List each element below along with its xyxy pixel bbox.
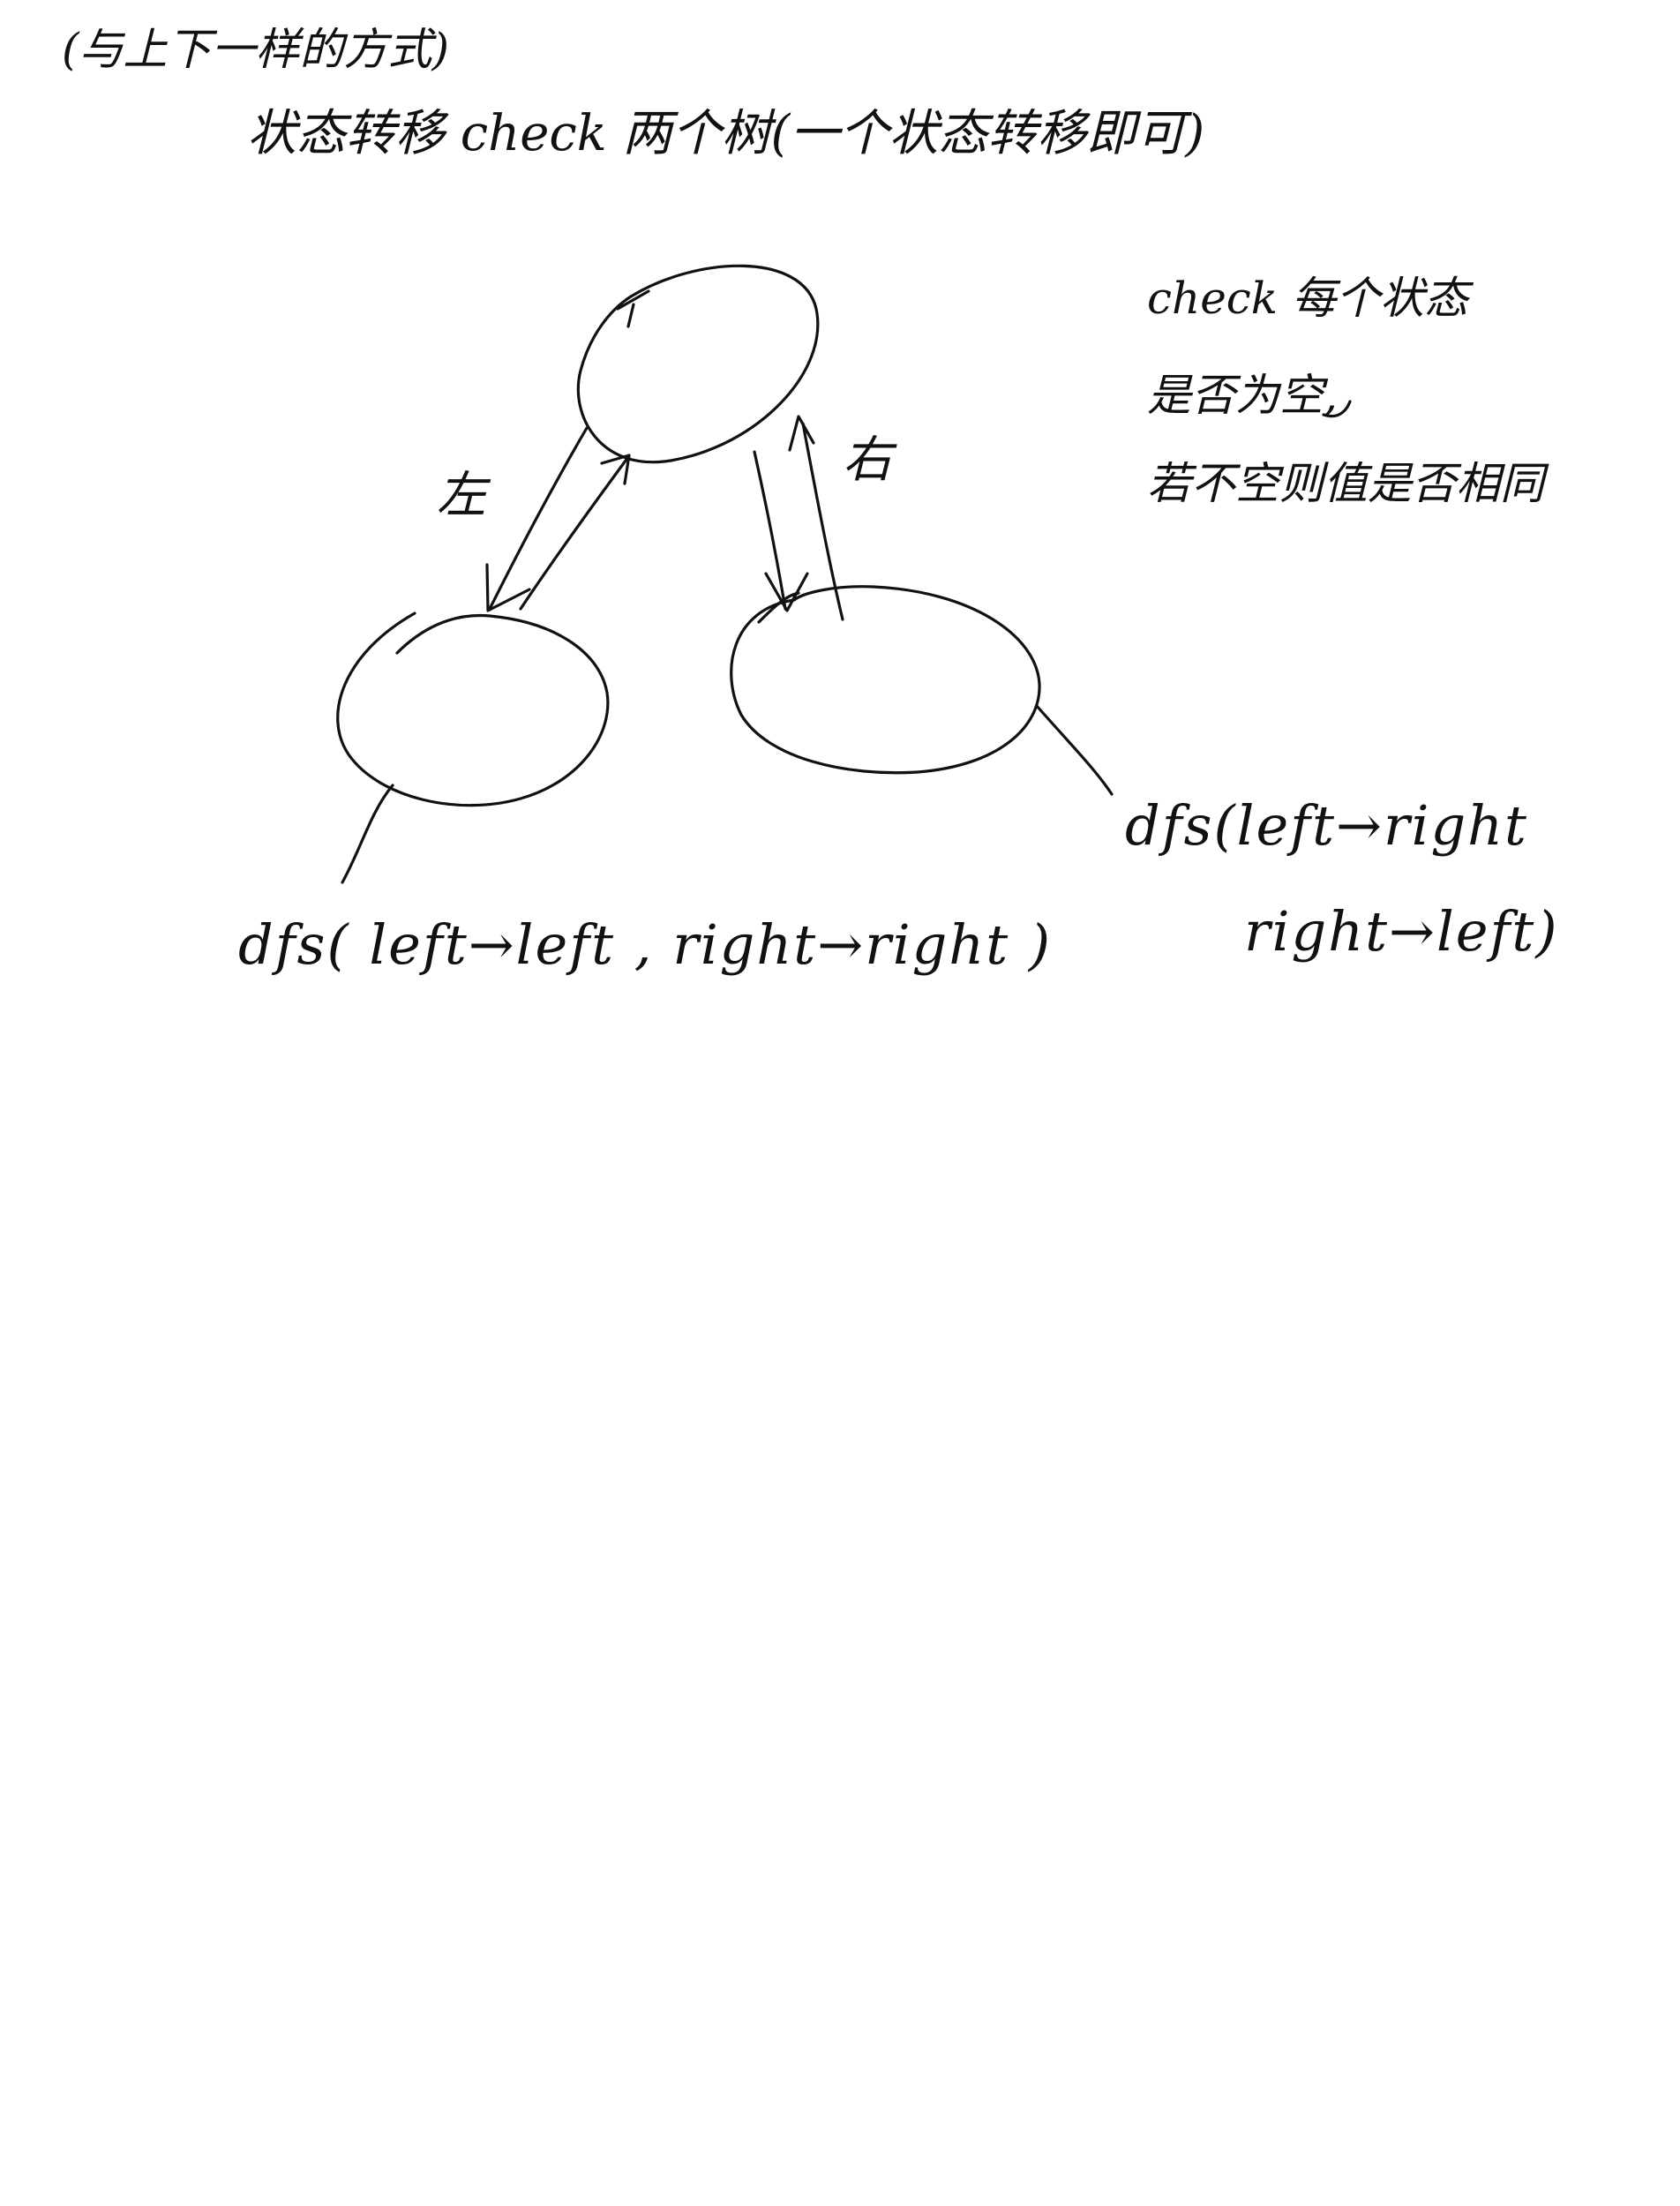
dfs-call-left: dfs( left→left , right→right )	[238, 912, 1053, 977]
right-child-node	[730, 585, 1041, 775]
header-note-line1: (与上下一样的方式)	[62, 24, 450, 75]
dfs-call-right-line1: dfs(left→right	[1125, 793, 1528, 858]
side-note-comma-stroke	[1322, 400, 1352, 418]
side-note-line1: check 每个状态	[1147, 273, 1468, 324]
edge-root-to-right	[753, 450, 787, 611]
arrowhead-to-root-right	[788, 415, 815, 452]
arrowhead-to-right	[757, 572, 809, 624]
left-edge-label: 左	[437, 467, 486, 524]
arrowhead-to-left	[485, 563, 531, 612]
edge-left-to-root	[519, 455, 630, 611]
header-note-line2: 状态转移 check 两个树(一个状态转移即可)	[247, 105, 1205, 162]
root-node-stroke-tail	[616, 289, 650, 328]
root-node	[576, 264, 820, 464]
edge-right-to-root	[801, 422, 844, 621]
side-note-line3: 若不空则值是否相同	[1147, 458, 1544, 509]
connector-right-dfs	[1035, 704, 1114, 796]
connector-left-dfs	[341, 784, 394, 884]
arrowhead-to-root-left	[600, 454, 631, 485]
left-child-node	[336, 612, 610, 807]
edge-root-to-left	[488, 426, 589, 611]
dfs-call-right-line2: right→left)	[1244, 899, 1559, 964]
side-note-line2: 是否为空,	[1147, 370, 1338, 421]
right-edge-label: 右	[843, 431, 892, 489]
